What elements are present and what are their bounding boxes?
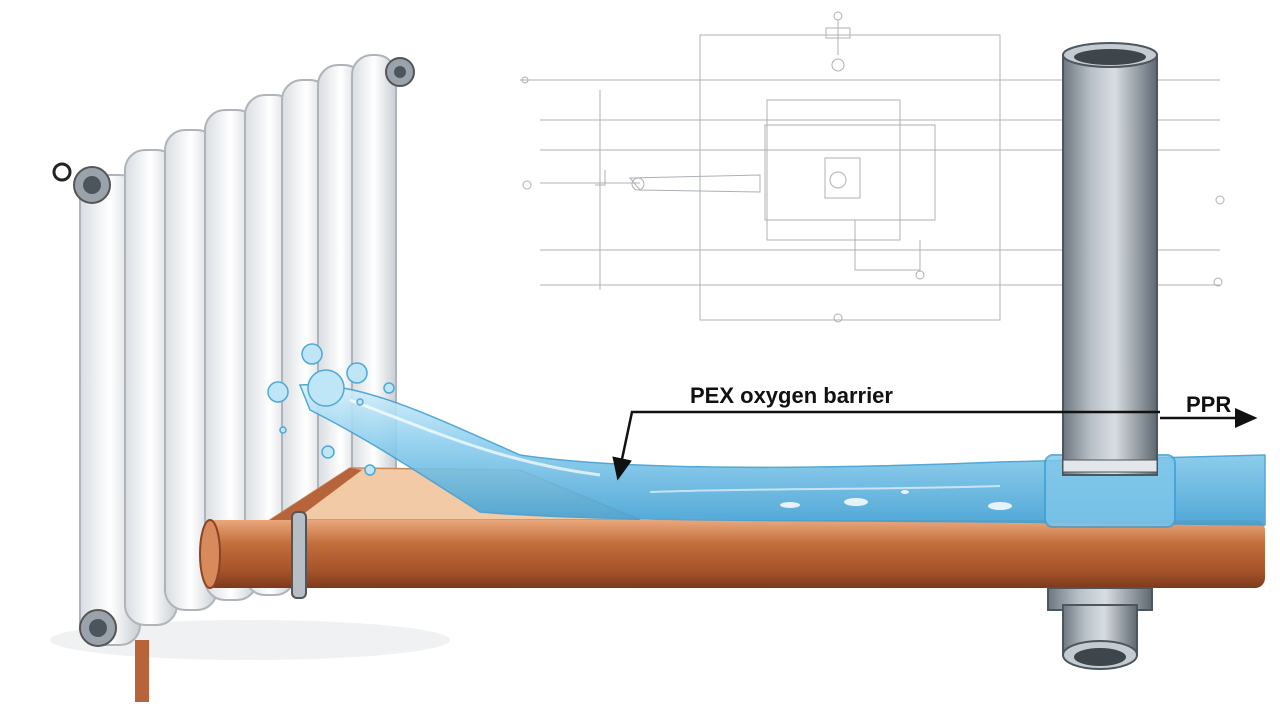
bubble-icons (267, 343, 395, 476)
pex-callout-arrow (612, 410, 1160, 481)
copper-pipe-icon (199, 511, 1265, 599)
radiator-icon (50, 54, 450, 702)
radiator-drain-pipe (135, 640, 149, 702)
water-flow-icon (267, 343, 1266, 526)
ppr-label: PPR (1186, 392, 1232, 417)
callout-lines (612, 408, 1258, 481)
steel-pipe-icon (1044, 42, 1176, 670)
pipe-clamp-icon (291, 511, 307, 599)
blueprint-schematic (520, 11, 1225, 323)
pex-oxygen-barrier-label: PEX oxygen barrier (690, 383, 893, 408)
